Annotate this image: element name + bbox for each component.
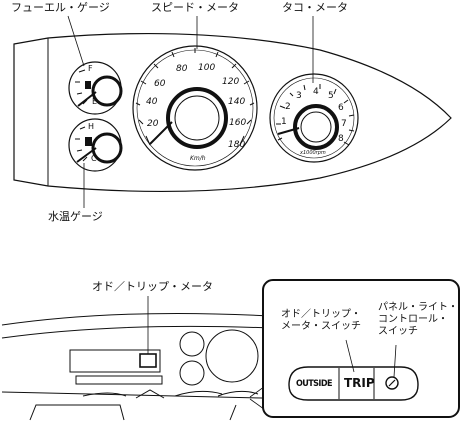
speedometer-label: スピード・メータ [151,1,239,14]
cluster-housing [13,32,452,193]
speedometer-dial [132,45,258,171]
speed-tick-60: 60 [154,79,166,89]
speed-tick-40: 40 [146,97,158,107]
tachometer-label: タコ・メータ [282,1,348,14]
fuel-gauge [68,61,123,115]
thermometer-icon [85,137,92,146]
speed-tick-160: 160 [229,118,247,128]
speed-unit: Km/h [190,155,206,162]
tach-tick-4: 4 [313,87,319,97]
fuel-full-mark: F [88,64,93,73]
tach-tick-6: 6 [338,103,344,113]
tach-unit: x1000rpm [300,150,326,156]
outside-button[interactable]: OUTSIDE [296,379,332,389]
speed-tick-140: 140 [228,97,246,107]
tach-tick-8: 8 [338,134,344,144]
speed-tick-80: 80 [176,64,188,74]
panel-light-knob[interactable] [385,376,399,390]
fuel-empty-mark: E [92,97,98,106]
odo-trip-display [139,353,157,368]
panel-light-switch-label: パネル・ライト・ コントロール・ スイッチ [378,302,458,337]
dashboard-illustration [1,296,271,421]
water-temp-gauge [68,118,123,172]
odo-trip-meter-label: オド／トリップ・メータ [92,280,213,293]
odo-trip-switch-label: オド／トリップ・ メータ・スイッチ [281,309,361,332]
speed-tick-100: 100 [198,63,216,73]
fuel-gauge-label: フューエル・ゲージ [11,1,110,14]
speed-tick-120: 120 [222,77,240,87]
tach-tick-3: 3 [296,91,302,101]
switch-panel [288,366,419,401]
tach-tick-2: 2 [285,102,291,112]
speed-tick-180: 180 [228,140,246,150]
temp-cold-mark: C [91,154,97,163]
trip-button[interactable]: TRIP [344,376,375,390]
panel-light-knob-icon [385,376,399,390]
temp-hot-mark: H [88,122,95,131]
fuel-pump-icon [85,81,91,89]
tach-tick-7: 7 [341,119,347,129]
tach-tick-1: 1 [281,117,287,127]
speed-tick-20: 20 [147,119,159,129]
water-temp-gauge-label: 水温ゲージ [48,210,103,223]
tachometer-dial [269,73,359,163]
tach-tick-5: 5 [328,91,334,101]
